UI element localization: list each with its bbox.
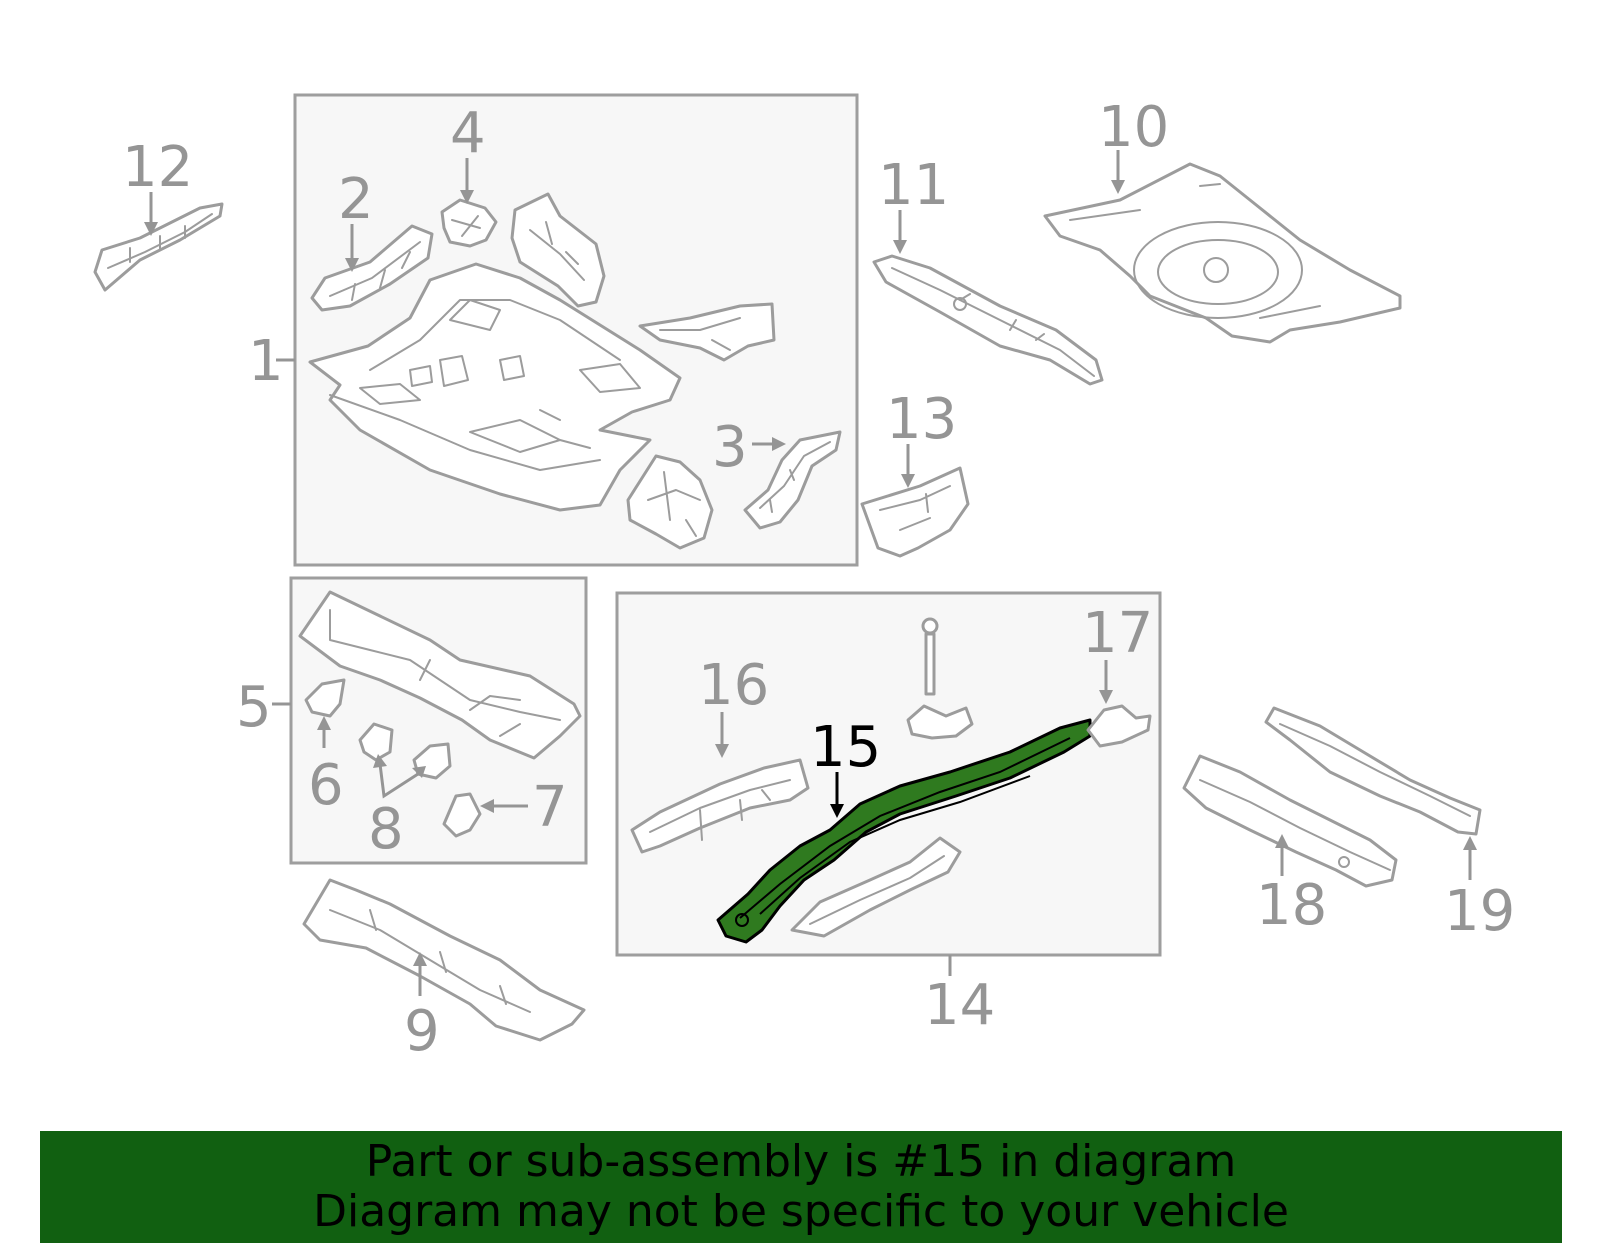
part-1-floor-pan[interactable] [308, 262, 682, 512]
part-1-bracket-upper[interactable] [510, 192, 606, 308]
callout-11[interactable]: 11 [878, 153, 949, 218]
callout-5[interactable]: 5 [236, 675, 272, 740]
callout-2[interactable]: 2 [338, 167, 374, 232]
callout-8[interactable]: 8 [368, 797, 404, 862]
part-7-drawing[interactable] [442, 792, 482, 838]
callout-4[interactable]: 4 [450, 101, 486, 166]
part-9-drawing[interactable] [302, 878, 586, 1042]
callout-9[interactable]: 9 [404, 999, 440, 1064]
bolt-drawing[interactable] [921, 617, 939, 696]
info-banner: Part or sub-assembly is #15 in diagram D… [40, 1131, 1562, 1243]
callout-1[interactable]: 1 [248, 329, 284, 394]
part-1-bracket-lower[interactable] [626, 454, 714, 550]
callout-19[interactable]: 19 [1444, 879, 1515, 944]
part-1-bracket-mid[interactable] [638, 302, 776, 362]
part-13-drawing[interactable] [860, 466, 970, 558]
callout-15[interactable]: 15 [810, 715, 881, 780]
part-14-reinforcement[interactable] [790, 836, 962, 938]
banner-line-1: Part or sub-assembly is #15 in diagram [365, 1136, 1237, 1187]
part-6-drawing[interactable] [304, 678, 346, 718]
part-11-drawing[interactable] [872, 254, 1104, 386]
part-15-drawing[interactable] [716, 718, 1092, 944]
part-3-drawing[interactable] [743, 430, 842, 530]
part-16-drawing[interactable] [630, 758, 810, 854]
part-4-drawing[interactable] [440, 198, 498, 248]
callout-14[interactable]: 14 [924, 973, 995, 1038]
part-19-drawing[interactable] [1264, 706, 1482, 836]
callout-10[interactable]: 10 [1098, 95, 1169, 160]
callout-16[interactable]: 16 [698, 653, 769, 718]
callout-3[interactable]: 3 [712, 415, 748, 480]
banner-line-2: Diagram may not be specific to your vehi… [313, 1186, 1289, 1237]
part-5-drawing[interactable] [298, 590, 582, 760]
group-box-14 [615, 591, 1162, 957]
callout-7[interactable]: 7 [532, 775, 568, 840]
callout-6[interactable]: 6 [308, 753, 344, 818]
mount-bracket-drawing[interactable] [906, 704, 974, 740]
part-10-drawing[interactable] [1043, 162, 1402, 344]
part-8a-drawing[interactable] [358, 722, 394, 762]
part-12-drawing[interactable] [93, 202, 224, 292]
callout-17[interactable]: 17 [1082, 601, 1153, 666]
callout-18[interactable]: 18 [1256, 873, 1327, 938]
part-2-drawing[interactable] [310, 224, 434, 312]
callout-12[interactable]: 12 [122, 135, 193, 200]
part-18-drawing[interactable] [1182, 754, 1398, 888]
callout-13[interactable]: 13 [886, 387, 957, 452]
part-17-drawing[interactable] [1086, 704, 1152, 748]
